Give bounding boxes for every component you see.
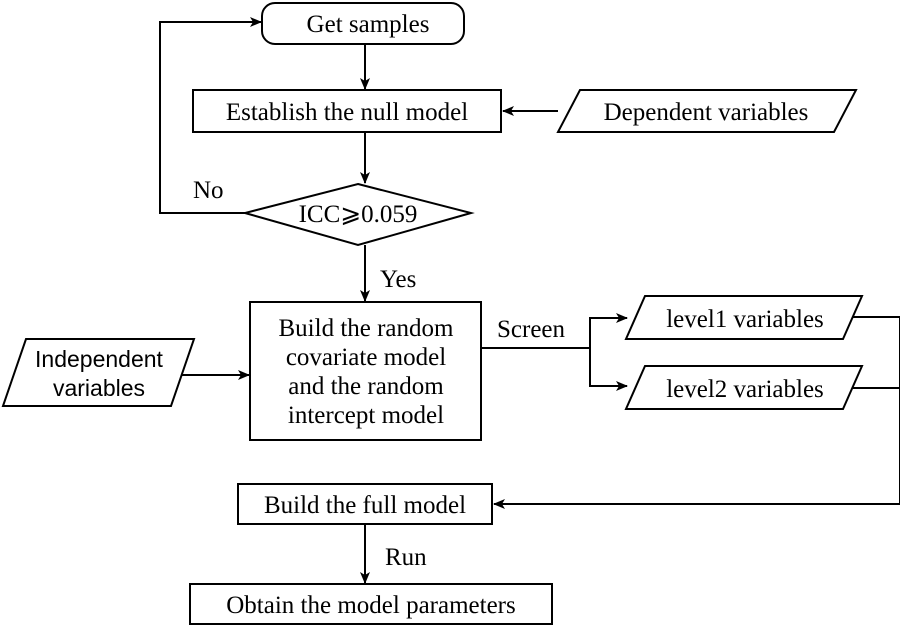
icc-decision-node: ICC⩾0.059 <box>241 182 475 247</box>
get-samples-label: Get samples <box>307 11 430 38</box>
independent-variables-line-1: Independent <box>35 346 164 372</box>
model-parameters-node: Obtain the model parameters <box>189 583 553 625</box>
null-model-node: Establish the null model <box>192 89 502 133</box>
arrow-screen-to-level1 <box>589 313 628 348</box>
random-model-line-1: Build the random <box>279 315 455 342</box>
dependent-variables-label: Dependent variables <box>604 99 809 126</box>
independent-variables-line-2: variables <box>53 375 145 401</box>
full-model-node: Build the full model <box>237 483 493 525</box>
independent-variables-node: Independent variables <box>1 338 196 407</box>
random-model-line-2: covariate model <box>286 344 446 371</box>
level1-return-line <box>853 316 900 504</box>
random-model-line-3: and the random <box>288 373 444 400</box>
edge-label-no: No <box>193 177 224 204</box>
edge-label-screen: Screen <box>497 316 566 343</box>
dependent-variables-node: Dependent variables <box>556 89 858 133</box>
model-parameters-label: Obtain the model parameters <box>226 592 515 619</box>
arrow-screen-to-level2 <box>589 348 628 391</box>
get-samples-node: Get samples <box>261 2 465 45</box>
level2-variables-label: level2 variables <box>666 376 824 403</box>
random-model-node: Build the random covariate model and the… <box>249 301 482 441</box>
level1-variables-label: level1 variables <box>666 306 824 333</box>
random-model-line-4: intercept model <box>288 402 444 429</box>
level1-variables-node: level1 variables <box>624 295 864 340</box>
arrow-no-loop <box>159 17 262 214</box>
null-model-label: Establish the null model <box>226 99 468 126</box>
level2-variables-node: level2 variables <box>624 365 864 410</box>
icc-decision-label: ICC⩾0.059 <box>299 201 418 228</box>
edge-label-run: Run <box>385 544 427 571</box>
full-model-label: Build the full model <box>264 492 466 519</box>
edge-label-yes: Yes <box>380 266 416 293</box>
